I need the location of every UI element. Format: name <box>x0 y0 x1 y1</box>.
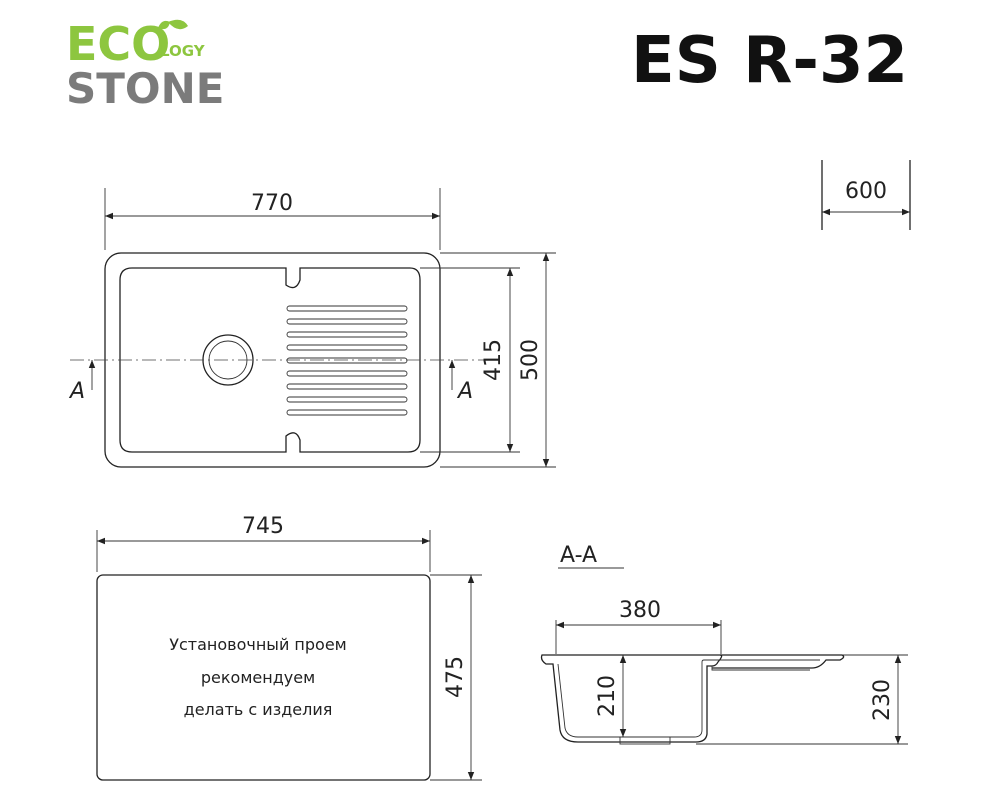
cutout-view: 745 475 Установочный проем рекомендуем д… <box>96 514 482 781</box>
section-title: A-A <box>560 543 597 568</box>
leaf-icon <box>158 19 188 30</box>
dim-500: 500 <box>518 339 543 381</box>
section-marker-right: A <box>456 379 473 404</box>
cabinet-dimension: 600 <box>821 160 911 230</box>
brand-logo: ECO LOGY STONE <box>66 17 224 113</box>
cutout-note-line: делать с изделия <box>184 700 333 719</box>
dim-230: 230 <box>870 679 895 721</box>
cutout-note-line: рекомендуем <box>201 668 315 687</box>
section-view: A-A 380 210 230 <box>540 543 908 745</box>
section-marker-left: A <box>68 379 85 404</box>
logo-logy: LOGY <box>160 42 206 60</box>
logo-stone: STONE <box>66 64 224 113</box>
dim-210: 210 <box>595 675 620 717</box>
dim-415: 415 <box>481 339 506 381</box>
dim-770: 770 <box>251 191 293 216</box>
cutout-note-line: Установочный проем <box>169 635 347 654</box>
dim-380: 380 <box>619 598 661 623</box>
top-view: A A 770 415 500 <box>68 188 556 468</box>
dim-475: 475 <box>443 656 468 698</box>
logo-eco: ECO <box>66 17 170 71</box>
dim-600: 600 <box>845 179 887 204</box>
model-title: ES R-32 <box>631 24 908 98</box>
dim-745: 745 <box>242 514 284 539</box>
drainboard-ribs <box>286 305 408 416</box>
